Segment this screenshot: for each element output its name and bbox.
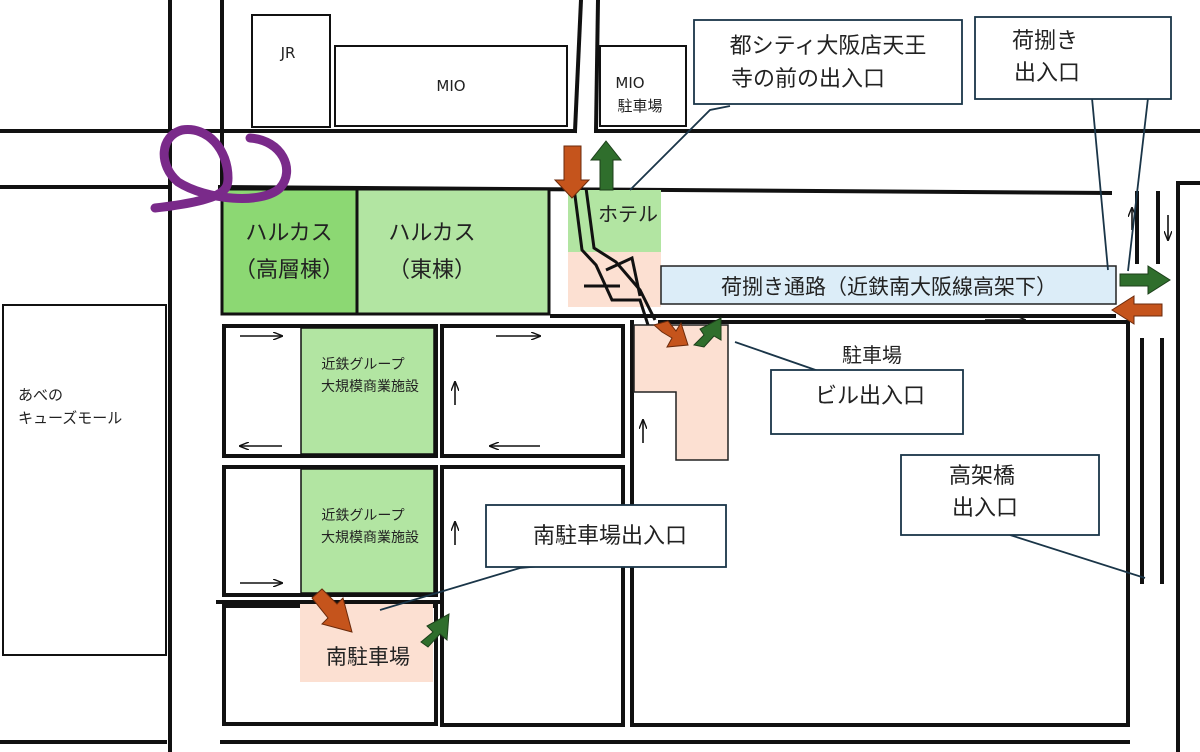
- kintetsu-2-label-1: 近鉄グループ: [321, 508, 404, 524]
- entry-arrow-south-parking: [311, 588, 353, 633]
- entry-arrow-hotel: [553, 145, 591, 199]
- callout-south-entrance-text: 南駐車場出入口: [533, 524, 687, 549]
- mio-building: [334, 45, 568, 127]
- abeno-label-1: あべの: [18, 386, 63, 404]
- abeno-label-2: キューズモール: [18, 409, 122, 427]
- mio-parking-building: [599, 45, 687, 127]
- kintetsu-facility-2: [300, 468, 435, 594]
- loading-road: [660, 265, 1117, 305]
- callout-overpass-box: [900, 454, 1100, 536]
- jr-label: JR: [280, 44, 296, 62]
- callout-overpass-line-2: 出入口: [952, 496, 1018, 521]
- entry-arrow-building: [652, 320, 689, 348]
- south-parking-label: 南駐車場: [326, 645, 410, 669]
- callout-loading-box: [974, 16, 1172, 100]
- kintetsu-facility-1: [300, 327, 435, 455]
- exit-arrow-building: [692, 317, 722, 348]
- harukas-east: [355, 187, 551, 316]
- callout-miyako-line-1: 都シティ大阪店天王: [730, 34, 927, 59]
- callout-building-entrance-text: ビル出入口: [815, 384, 925, 409]
- harukas-high-rise: [220, 187, 359, 316]
- south-parking: [300, 604, 433, 682]
- callout-miyako-box: [693, 19, 963, 105]
- parking-top-label: 駐車場: [842, 343, 902, 367]
- mio-label: MIO: [436, 77, 465, 95]
- traffic-direction-arrows: [240, 208, 1168, 583]
- hotel-driveway: [572, 187, 657, 326]
- kintetsu-1-label-1: 近鉄グループ: [321, 357, 404, 373]
- harukas-high-label-2: （高層棟）: [234, 258, 344, 283]
- kintetsu-2-label-2: 大規模商業施設: [321, 530, 419, 546]
- building-parking: [633, 324, 729, 461]
- abeno-qs-mall: [2, 304, 167, 656]
- harukas-high-label-1: ハルカス: [245, 221, 332, 246]
- hotel-block: [568, 190, 661, 252]
- exit-arrow-loading: [1119, 265, 1171, 295]
- hotel-label: ホテル: [598, 202, 658, 226]
- exit-arrow-south-parking: [420, 613, 450, 648]
- harukas-east-label-2: （東棟）: [388, 258, 476, 283]
- exit-arrow-hotel: [589, 140, 623, 191]
- kintetsu-1-label-2: 大規模商業施設: [321, 379, 419, 395]
- loading-road-label: 荷捌き通路（近鉄南大阪線高架下）: [721, 275, 1057, 299]
- mio-parking-label-1: MIO: [615, 74, 644, 92]
- harukas-east-label-1: ハルカス: [388, 221, 475, 246]
- callout-south-entrance-box: [485, 504, 727, 568]
- mio-parking-label-2: 駐車場: [617, 97, 662, 115]
- purple-loop-marker-icon: [150, 125, 292, 213]
- callout-building-entrance-box: [770, 369, 964, 435]
- callout-miyako-line-2: 寺の前の出入口: [731, 67, 885, 92]
- callout-loading-line-1: 荷捌き: [1012, 29, 1078, 54]
- callout-loading-line-2: 出入口: [1014, 61, 1080, 86]
- jr-building: [251, 14, 331, 128]
- callout-overpass-line-1: 高架橋: [949, 464, 1015, 489]
- entry-arrow-loading: [1111, 295, 1163, 325]
